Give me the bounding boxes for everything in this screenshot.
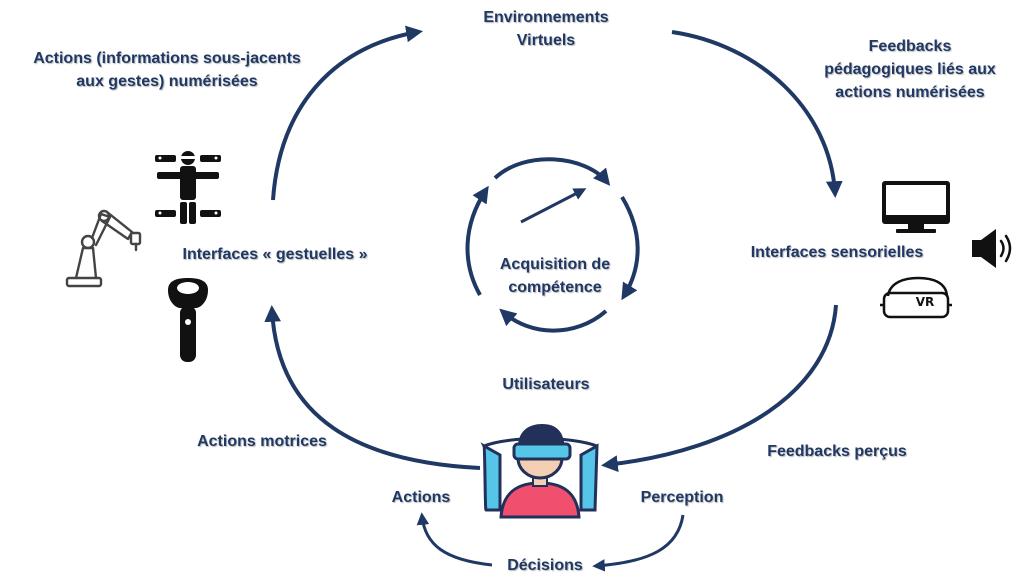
acquisition-line1: Acquisition de [499, 256, 611, 273]
inner-arrow-left [465, 185, 489, 296]
speaker-icon [972, 229, 1012, 268]
feedback-ped-line3: actions numérisées [835, 84, 985, 101]
feedback-ped-line1: Feedbacks [868, 38, 952, 55]
actions-motrices-label: Actions motrices [197, 433, 327, 450]
user-vr-avatar-icon [480, 424, 599, 519]
decisions-label: Décisions [507, 557, 583, 574]
vr-headset-icon [880, 276, 952, 319]
acquisition-line2: compétence [508, 279, 602, 296]
actions-num-line2: aux gestes) numérisées [76, 73, 258, 90]
feedback-ped-line2: pédagogiques liés aux [824, 61, 996, 78]
inner-arrow-top [493, 157, 611, 186]
inner-arrow-right [620, 195, 640, 301]
motion-capture-suit-icon [155, 151, 221, 224]
arrow-interfaces-to-env [271, 25, 423, 201]
robot-arm-icon [65, 209, 142, 288]
env-virtuels-label: Environnements Virtuels [472, 6, 620, 52]
utilisateurs-label: Utilisateurs [502, 376, 590, 393]
interfaces-gestuelles-label: Interfaces « gestuelles » [182, 246, 368, 263]
arrow-perception-to-decisions [592, 514, 685, 572]
env-line1: Environnements [483, 9, 609, 26]
vr-controller-icon [168, 278, 208, 362]
arrow-env-to-sensory [671, 30, 843, 199]
actions-label: Actions [391, 489, 451, 506]
vr-badge-text: VR [915, 295, 935, 309]
env-line2: Virtuels [516, 32, 576, 49]
perception-label: Perception [640, 489, 724, 506]
acquisition-competence-label: Acquisition de compétence [487, 253, 623, 299]
monitor-icon [882, 181, 950, 233]
actions-num-line1: Actions (informations sous-jacents [33, 50, 301, 67]
inner-arrow-bottom [499, 308, 608, 333]
arrow-user-to-interfaces [264, 304, 481, 470]
progress-arrow [520, 188, 587, 224]
feedbacks-percus-label: Feedbacks perçus [767, 443, 907, 460]
interfaces-sensorielles-label: Interfaces sensorielles [750, 244, 924, 261]
actions-numerisees-label: Actions (informations sous-jacents aux g… [10, 47, 324, 93]
arrow-sensory-to-user [600, 304, 838, 473]
feedback-pedagogique-label: Feedbacks pédagogiques liés aux actions … [810, 35, 1010, 104]
arrow-decisions-to-actions [416, 512, 493, 567]
